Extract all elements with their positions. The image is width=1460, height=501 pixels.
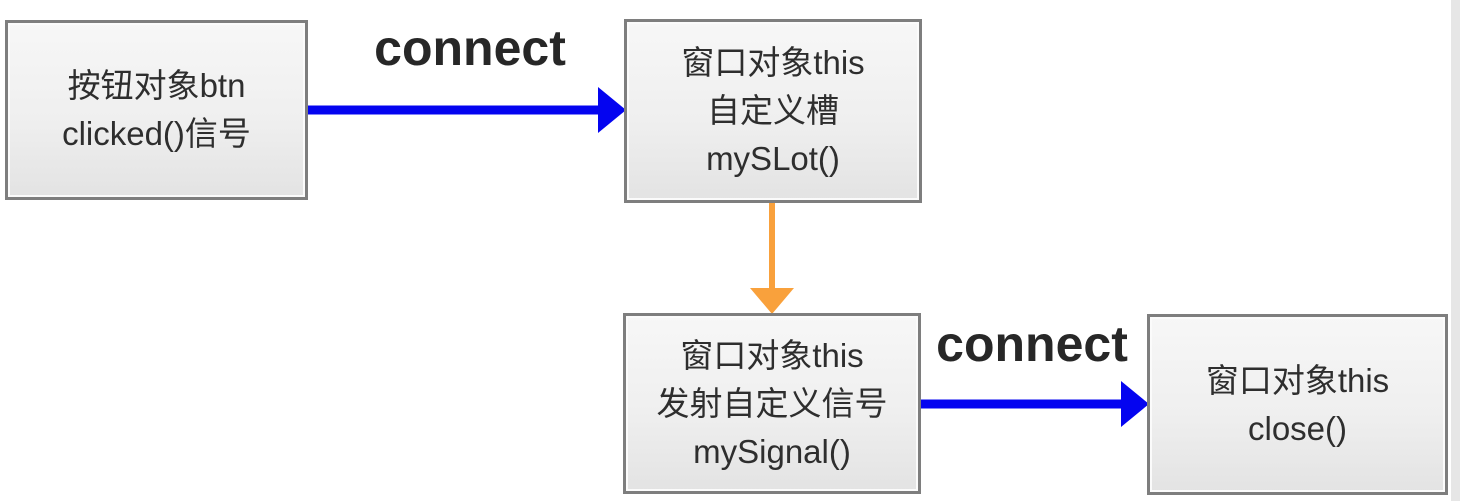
node-text-line: 窗口对象this: [680, 336, 864, 374]
connect-arrowhead-icon-2: [1121, 381, 1149, 427]
node-text-line: 自定义槽: [707, 92, 839, 129]
node-text-line: 窗口对象this: [1205, 361, 1390, 399]
node-button-clicked-signal: 按钮对象btn clicked()信号: [5, 20, 308, 200]
node-text-line: 按钮对象btn: [67, 67, 246, 104]
node-text-line: 发射自定义信号: [656, 384, 888, 422]
connect-label-2: connect: [936, 316, 1128, 372]
node-text-line: mySignal(): [693, 432, 851, 470]
connect-arrowhead-icon-1: [598, 87, 626, 133]
page-edge-strip: [1451, 0, 1460, 501]
node-text-line: clicked()信号: [62, 115, 251, 152]
connect-label-1: connect: [374, 20, 566, 76]
node-text-line: 窗口对象this: [681, 44, 865, 81]
node-this-custom-slot: 窗口对象this 自定义槽 mySLot(): [624, 19, 922, 203]
emit-arrowhead-icon: [750, 288, 794, 314]
node-this-close: 窗口对象this close(): [1147, 314, 1448, 495]
node-text-line: close(): [1247, 409, 1348, 447]
node-text-line: mySLot(): [706, 140, 840, 177]
node-this-emit-signal: 窗口对象this 发射自定义信号 mySignal(): [623, 313, 921, 494]
